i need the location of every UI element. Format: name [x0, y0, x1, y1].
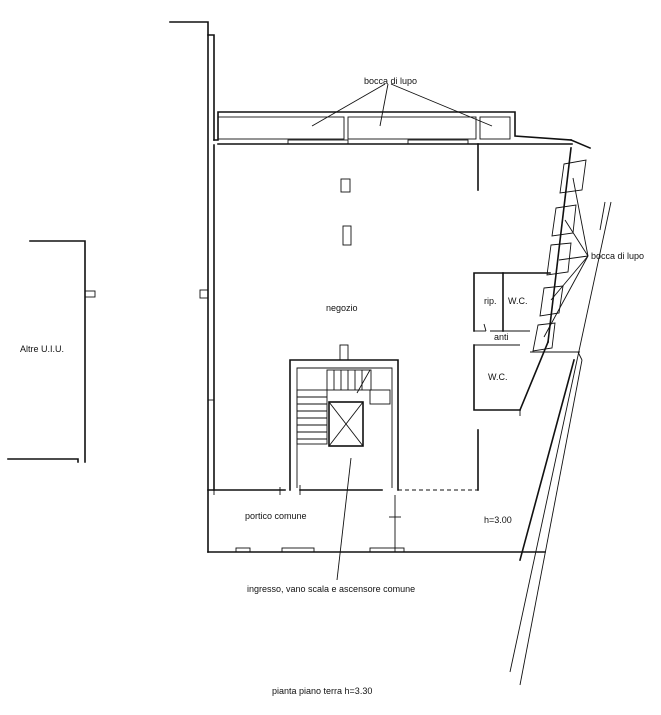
label-bocca-di-lupo-right: bocca di lupo — [591, 251, 644, 261]
label-ripostiglio: rip. — [484, 296, 497, 306]
left-wall-stubs — [199, 289, 214, 401]
label-wc-upper: W.C. — [508, 296, 528, 306]
bathroom-block — [473, 272, 551, 412]
neighbour-unit-outline — [7, 240, 96, 463]
label-antibagno: anti — [494, 332, 509, 342]
stair-core — [289, 344, 399, 491]
plan-caption: pianta piano terra h=3.30 — [272, 686, 372, 696]
outer-walls — [169, 21, 592, 553]
label-height-portico: h=3.00 — [484, 515, 512, 525]
leader-lines — [311, 83, 589, 581]
label-negozio: negozio — [326, 303, 358, 313]
light-wells-top — [217, 116, 573, 145]
label-portico-comune: portico comune — [245, 511, 307, 521]
portico-area — [207, 359, 575, 561]
pillars — [340, 143, 479, 246]
street-boundary — [509, 201, 612, 686]
label-altre-uiu: Altre U.I.U. — [20, 344, 64, 354]
label-ingresso: ingresso, vano scala e ascensore comune — [247, 584, 415, 594]
label-wc-lower: W.C. — [488, 372, 508, 382]
label-bocca-di-lupo-top: bocca di lupo — [364, 76, 417, 86]
